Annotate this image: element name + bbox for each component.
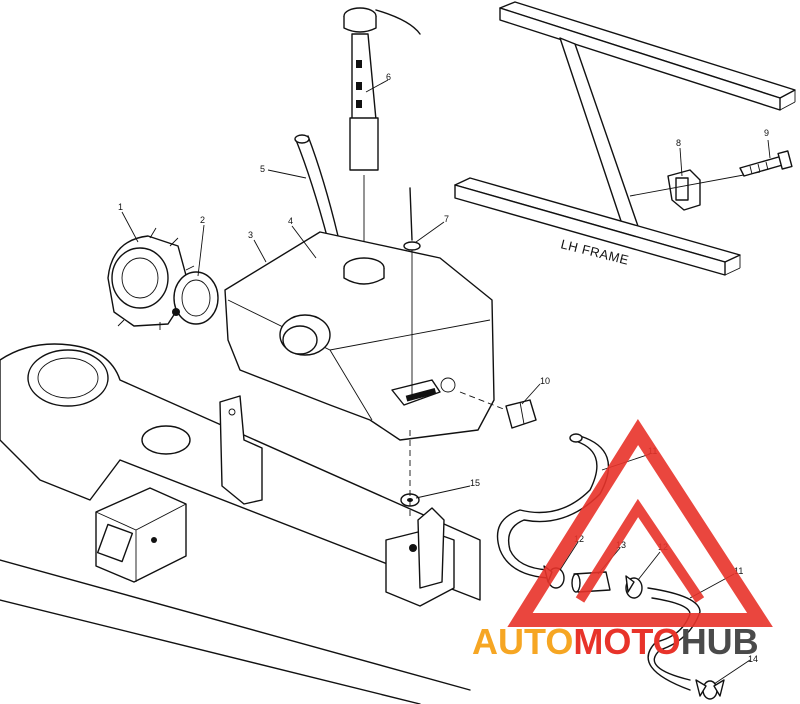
callout-3: 3: [248, 230, 253, 240]
gasket: [172, 271, 219, 325]
vent-hose: [294, 134, 339, 241]
callout-6: 6: [386, 72, 391, 82]
bolt: [739, 150, 793, 177]
watermark-auto: AUTO: [472, 621, 573, 662]
callout-7: 7: [444, 214, 449, 224]
lh-frame: [454, 1, 796, 276]
grommet: [400, 430, 420, 520]
filler-cap: [107, 227, 195, 330]
oil-hose-lower: [647, 587, 701, 691]
callout-10: 10: [540, 376, 550, 386]
oil-tank: [224, 231, 495, 441]
callout-1: 1: [118, 202, 123, 212]
outlet-fitting: [459, 391, 537, 429]
callout-14: 14: [748, 654, 758, 664]
wing-clamp: [695, 679, 725, 700]
callout-2: 2: [200, 215, 205, 225]
callout-9: 9: [764, 128, 769, 138]
callout-13: 13: [616, 540, 626, 550]
watermark-hub: HUB: [681, 621, 759, 662]
callout-15: 15: [470, 478, 480, 488]
oil-hose-upper: [496, 433, 610, 579]
hose-clamp-right: [625, 575, 643, 599]
dipstick: [343, 7, 421, 245]
watermark-moto: MOTO: [573, 621, 680, 662]
callout-11-lower: 11: [734, 566, 743, 576]
watermark-logo: [507, 418, 773, 627]
callout-5: 5: [260, 164, 265, 174]
level-sensor: [403, 187, 421, 400]
callout-4: 4: [288, 216, 293, 226]
callout-8: 8: [676, 138, 681, 148]
main-frame: [0, 343, 481, 704]
frame-clamp: [629, 169, 761, 211]
watermark-text: AUTOMOTOHUB: [472, 621, 759, 662]
